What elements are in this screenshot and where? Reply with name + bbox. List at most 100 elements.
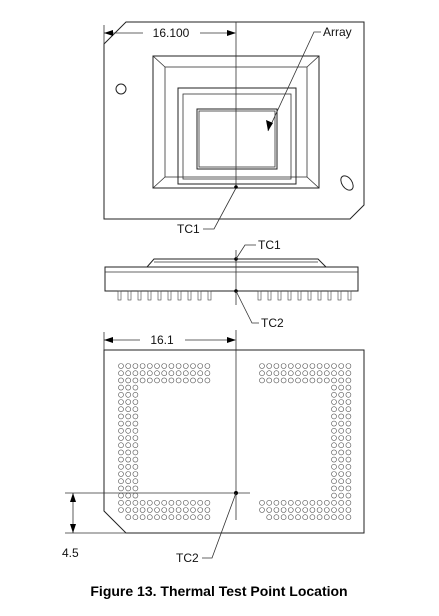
pin-pad [132,406,139,413]
pin-pad [331,463,337,470]
pin-pad [287,377,294,384]
pin-pad [338,449,345,456]
side-pins-left [117,290,212,301]
pin-pad [118,478,124,485]
pin-pad [175,363,182,369]
pin-pad [331,507,337,513]
pin-pad [331,456,337,463]
pin-pad [183,363,189,369]
pin-pad [338,485,345,492]
pin-pad [309,377,316,384]
pin-pad [287,499,294,506]
pin-pad [309,370,316,377]
pin-pad [118,406,124,413]
pin-pad [295,514,301,521]
pin-pad [125,471,131,477]
pin-pad [125,406,131,413]
pin-pad [331,478,337,485]
pin-pad [259,370,265,377]
pin-pad [323,499,330,506]
pin-pad [316,370,323,377]
pin-pad [302,499,309,506]
pin-pad [259,499,265,506]
pin-pad [331,471,337,477]
pin-pad [345,471,352,477]
pin-pad [125,391,131,398]
pin-pad [331,492,337,499]
pin-pad [338,514,345,521]
pin-pad [273,363,280,369]
pin-pad [132,427,139,434]
pin-pad [295,499,301,506]
pin-pad [331,499,337,506]
pin-pad [190,507,196,513]
pin-pad [125,507,131,513]
glass-frame [177,87,297,185]
pin-pad [118,499,124,506]
pin-pad [316,377,323,384]
side-view: TC1 TC2 [104,238,359,330]
pin-pad [125,485,131,492]
pin-pad [331,420,337,427]
pin-pad [168,370,175,377]
pin-pad [132,499,139,506]
pin-pad [266,514,273,521]
pin-pad [139,377,146,384]
pin-pad [175,370,182,377]
pin-pad [132,391,139,398]
pin-pad [338,420,345,427]
pin-pad [168,377,175,384]
pin-pad [309,363,316,369]
pin-pad [331,399,337,405]
pin-pad [345,363,352,369]
pin-pad [190,514,196,521]
pin-pad [204,363,211,369]
pin-pad [323,363,330,369]
pin-pad [331,384,337,391]
pin-pad [331,427,337,434]
pin-pad [280,370,287,377]
pin-pad [338,413,345,420]
pin-pad [273,377,280,384]
pin-pad [338,363,345,369]
pin-pad [302,507,309,513]
pin-pad [345,427,352,434]
pin-pad [331,391,337,398]
pin-pad [331,406,337,413]
figure-caption: Figure 13. Thermal Test Point Location [90,583,347,599]
tc2-label-bottom: TC2 [176,551,199,565]
pin-pad [132,514,139,521]
pin-pad [154,363,160,369]
pin-pad [316,514,323,521]
pin-pad [132,449,139,456]
pin-pad [168,363,175,369]
pin-pad [309,507,316,513]
pin-pad [118,507,124,513]
pin-pad [345,485,352,492]
pin-pad [125,370,131,377]
pin-pad [125,363,131,369]
pin-pad [132,370,139,377]
pin-pad [338,427,345,434]
pin-pad [331,377,337,384]
pin-pad [345,420,352,427]
pin-pad [175,499,182,506]
pin-pad [295,370,301,377]
pin-pad [273,507,280,513]
pin-pad [338,377,345,384]
pin-pad [125,413,131,420]
pin-pad [345,499,352,506]
bottom-package-outline [103,349,365,534]
pin-pad [190,377,196,384]
pin-pad [280,507,287,513]
pin-pad [147,363,153,369]
pin-pad [147,507,153,513]
pin-pad [273,370,280,377]
mounting-hole-right [340,175,354,191]
top-view: 16.100 Array TC1 [103,21,365,236]
pin-pad [125,514,131,521]
pin-pad [161,507,167,513]
pin-pad [125,442,131,449]
pin-pad [154,507,160,513]
pin-pad [125,478,131,485]
